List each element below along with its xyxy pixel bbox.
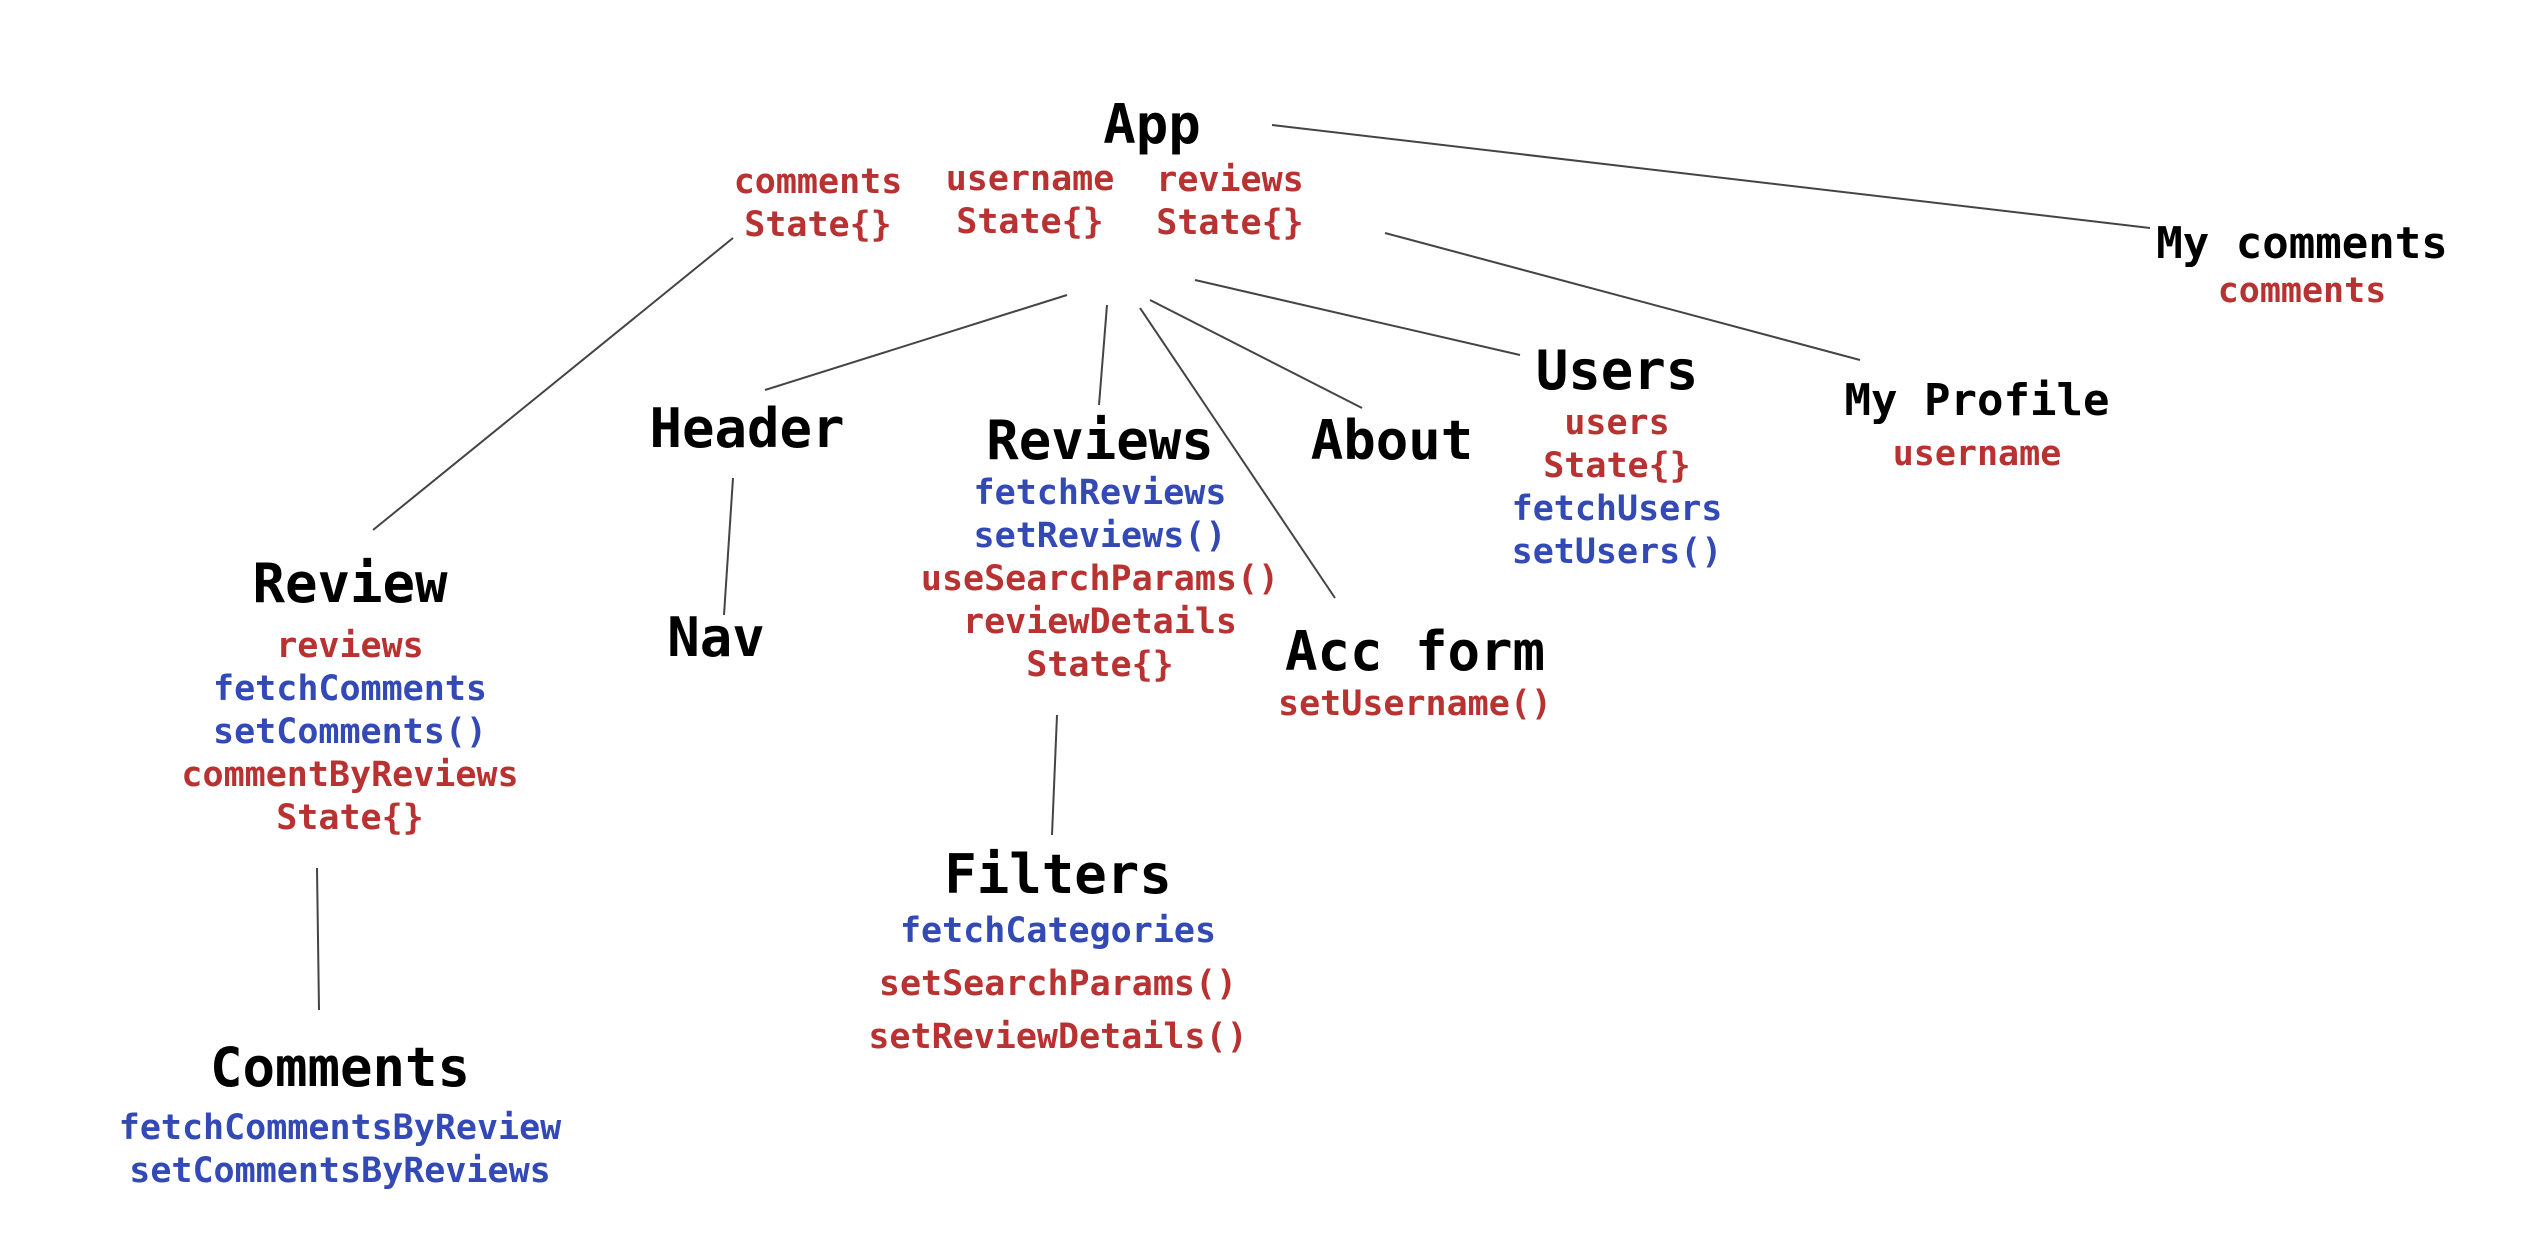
comments-fn-fetch-comments-by-review: fetchCommentsByReview xyxy=(118,1108,562,1148)
node-comments: Comments fetchCommentsByReview setCommen… xyxy=(119,1037,562,1193)
node-users-title: Users xyxy=(1535,339,1699,402)
review-prop-reviews: reviews xyxy=(276,626,424,666)
node-about-title: About xyxy=(1310,409,1474,472)
reviews-fn-fetch-reviews: fetchReviews xyxy=(973,473,1227,513)
node-my-profile: My Profile username xyxy=(1845,375,2110,476)
node-app: App xyxy=(1103,94,1201,156)
app-state-username: username State{} xyxy=(946,158,1115,244)
edge-app-acc-form xyxy=(1139,307,1336,599)
reviews-fn-set-reviews: setReviews() xyxy=(973,516,1227,556)
users-state-users: users xyxy=(1564,403,1670,443)
node-users: Users users State{} fetchUsers setUsers(… xyxy=(1512,340,1723,574)
node-my-comments: My comments comments xyxy=(2156,218,2447,313)
review-fn-set-comments: setComments() xyxy=(213,712,487,752)
review-state-label: State{} xyxy=(276,798,424,838)
edge-app-my-profile xyxy=(1384,232,1861,361)
my-comments-prop-comments: comments xyxy=(2217,271,2387,311)
edge-app-my-comments xyxy=(1271,124,2151,229)
acc-form-fn-set-username: setUsername() xyxy=(1278,684,1552,724)
node-header-title: Header xyxy=(649,397,845,460)
node-acc-form-title: Acc form xyxy=(1284,620,1546,683)
reviews-state-label: State{} xyxy=(1026,645,1174,685)
node-review-title: Review xyxy=(252,552,448,615)
edge-reviews-filters xyxy=(1051,714,1058,836)
edge-review-comments xyxy=(316,867,320,1011)
app-state-reviews-text: reviews State{} xyxy=(1156,160,1304,243)
node-acc-form: Acc form setUsername() xyxy=(1278,621,1552,726)
node-reviews-title: Reviews xyxy=(986,409,1214,472)
users-state-label: State{} xyxy=(1543,446,1691,486)
comments-fn-set-comments-by-reviews: setCommentsByReviews xyxy=(129,1151,551,1191)
users-fn-fetch-users: fetchUsers xyxy=(1511,489,1723,529)
review-state-comment-by-reviews: commentByReviews xyxy=(181,755,519,795)
node-reviews: Reviews fetchReviews setReviews() useSea… xyxy=(921,410,1279,687)
node-my-comments-title: My comments xyxy=(2156,218,2448,269)
filters-fn-set-review-details: setReviewDetails() xyxy=(868,1017,1248,1057)
app-state-username-text: username State{} xyxy=(945,159,1115,242)
edge-app-about xyxy=(1149,299,1363,409)
node-filters: Filters fetchCategories setSearchParams(… xyxy=(868,844,1247,1059)
edge-app-review xyxy=(372,237,734,531)
node-my-profile-title: My Profile xyxy=(1844,375,2110,426)
node-nav: Nav xyxy=(667,607,765,669)
filters-fn-fetch-categories: fetchCategories xyxy=(899,911,1217,951)
edge-app-reviews xyxy=(1098,304,1108,406)
node-app-title: App xyxy=(1103,93,1201,156)
reviews-state-review-details: reviewDetails xyxy=(963,602,1237,642)
my-profile-prop-username: username xyxy=(1892,434,2062,474)
node-nav-title: Nav xyxy=(667,606,765,669)
edge-app-users xyxy=(1194,279,1521,356)
app-state-comments: comments State{} xyxy=(734,161,903,247)
edge-app-header xyxy=(764,294,1068,391)
reviews-hook-use-search-params: useSearchParams() xyxy=(920,559,1280,599)
app-state-reviews: reviews State{} xyxy=(1156,159,1304,245)
users-fn-set-users: setUsers() xyxy=(1511,532,1723,572)
node-header: Header xyxy=(649,398,844,460)
node-about: About xyxy=(1311,410,1474,472)
filters-fn-set-search-params: setSearchParams() xyxy=(878,964,1238,1004)
node-comments-title: Comments xyxy=(209,1036,471,1099)
node-review: Review reviews fetchComments setComments… xyxy=(181,553,518,840)
review-fn-fetch-comments: fetchComments xyxy=(213,669,487,709)
edge-header-nav xyxy=(723,477,734,616)
node-filters-title: Filters xyxy=(944,843,1172,906)
app-state-comments-text: comments State{} xyxy=(733,162,903,245)
